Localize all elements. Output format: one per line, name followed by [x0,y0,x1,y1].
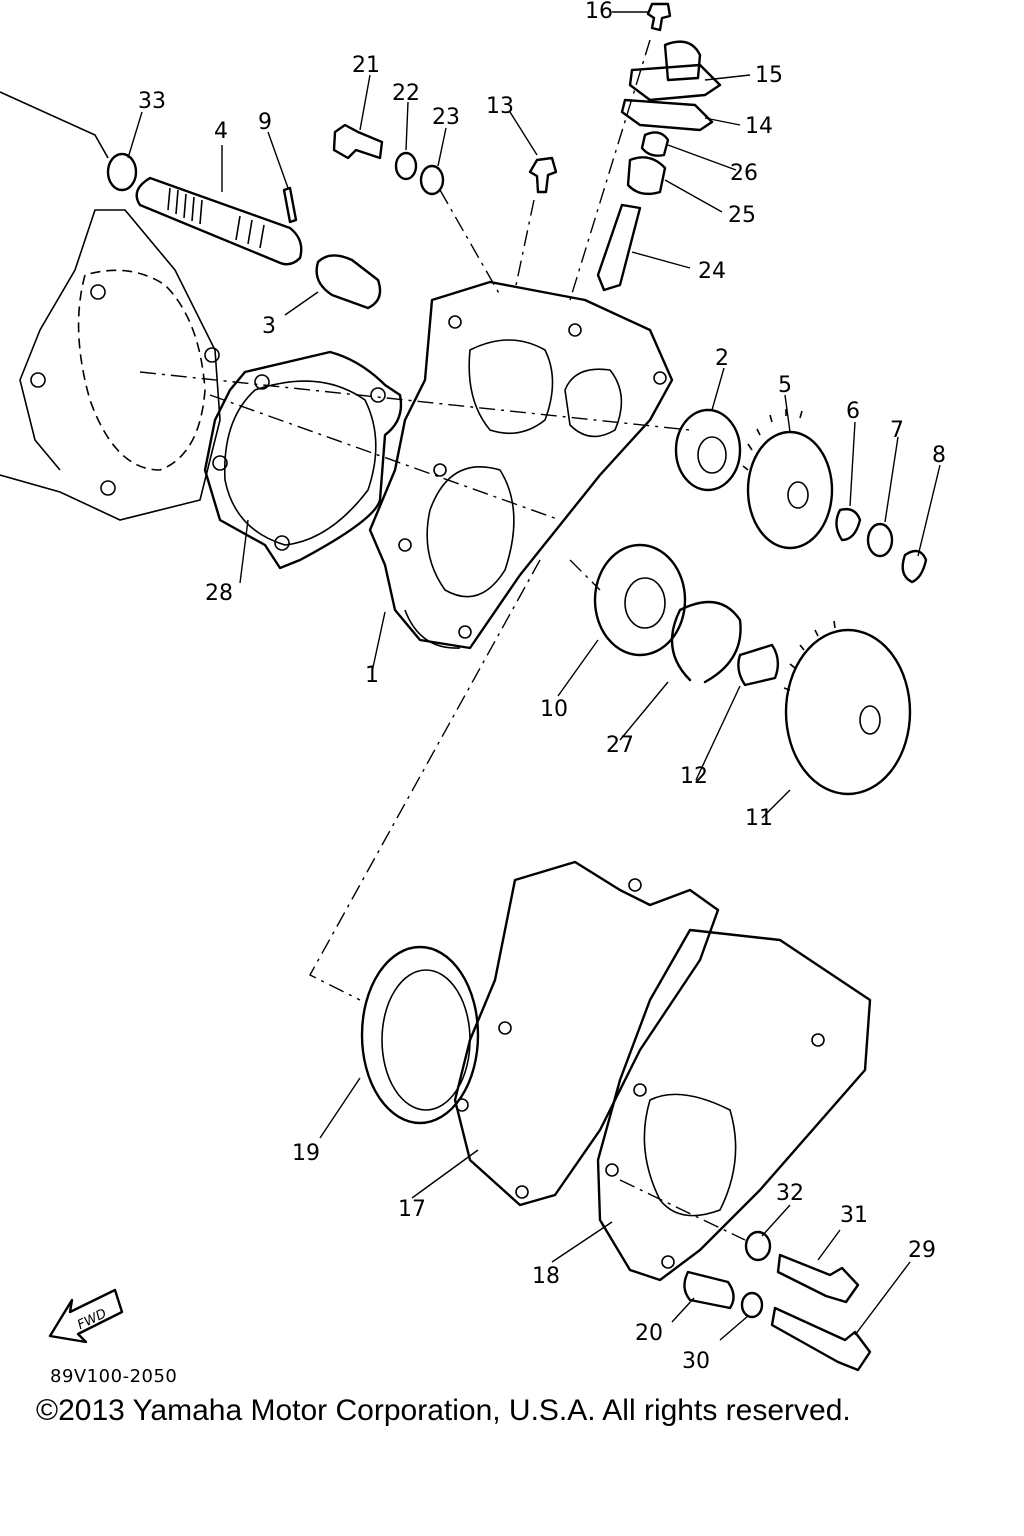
callout-21: 21 [352,53,380,78]
callout-14: 14 [745,114,773,139]
callout-28: 28 [205,581,233,606]
callout-30: 30 [682,1349,710,1374]
callout-15: 15 [755,63,783,88]
callout-24: 24 [698,259,726,284]
callout-11: 11 [745,806,773,831]
engine-case-outline [0,91,221,521]
diagram-code: 89V100-2050 [50,1366,178,1387]
leader-lines [127,11,941,1341]
clip-6 [835,507,862,542]
callout-4: 4 [214,119,228,144]
callout-12: 12 [680,764,708,789]
callout-10: 10 [540,697,568,722]
circlip-8 [901,549,928,584]
callout-29: 29 [908,1238,936,1263]
bearing-2 [674,408,742,492]
oil-seal-19 [360,945,480,1125]
callout-7: 7 [890,418,904,443]
callout-32: 32 [776,1181,804,1206]
callout-25: 25 [728,203,756,228]
cover-18 [596,928,872,1282]
washer-7 [866,522,894,558]
bolt-29 [770,1306,872,1372]
callout-33: 33 [138,89,166,114]
cover-15 [628,40,722,102]
copyright-notice: ©2013 Yamaha Motor Corporation, U.S.A. A… [36,1394,851,1427]
screw-13 [528,156,558,194]
callout-18: 18 [532,1264,560,1289]
callout-6: 6 [846,399,860,424]
pin-9 [282,186,298,224]
callout-3: 3 [262,314,276,339]
washer-23 [419,164,445,196]
bearing-10 [593,543,687,657]
callout-26: 26 [730,161,758,186]
gear-5 [742,409,834,550]
alignment-lines [139,39,746,1241]
washer-30 [740,1291,764,1319]
dowel-12 [737,643,780,687]
callout-8: 8 [932,443,946,468]
callout-16: 16 [585,0,613,24]
washer-22 [394,151,418,181]
seal-26 [640,131,670,157]
gasket-28 [203,350,403,570]
collar-3 [315,254,382,310]
fwd-arrow-icon: FWD [48,1288,124,1344]
bolt-21 [332,123,384,160]
callout-1: 1 [365,663,379,688]
washer-33 [106,152,138,192]
callout-20: 20 [635,1321,663,1346]
callout-13: 13 [486,94,514,119]
callout-19: 19 [292,1141,320,1166]
snap-ring-27 [670,600,742,684]
callout-17: 17 [398,1197,426,1222]
bushing-25 [626,156,667,196]
dowel-20 [683,1270,735,1310]
screw-16 [646,2,672,32]
gasket-14 [620,98,714,132]
shaft-4 [135,176,303,266]
gear-11 [783,620,912,796]
bolt-31 [776,1253,860,1304]
gasket-17 [453,860,720,1207]
callout-labels: 1 2 3 4 5 6 7 8 9 10 11 12 13 14 15 16 1… [138,0,946,1374]
fwd-label: FWD [75,1306,109,1333]
callout-27: 27 [606,733,634,758]
callout-9: 9 [258,110,272,135]
gear-shaft-24 [596,203,642,292]
callout-2: 2 [715,346,729,371]
washer-32 [744,1230,772,1262]
callout-31: 31 [840,1203,868,1228]
housing-1 [368,280,674,650]
callout-5: 5 [778,373,792,398]
callout-23: 23 [432,105,460,130]
callout-22: 22 [392,81,420,106]
